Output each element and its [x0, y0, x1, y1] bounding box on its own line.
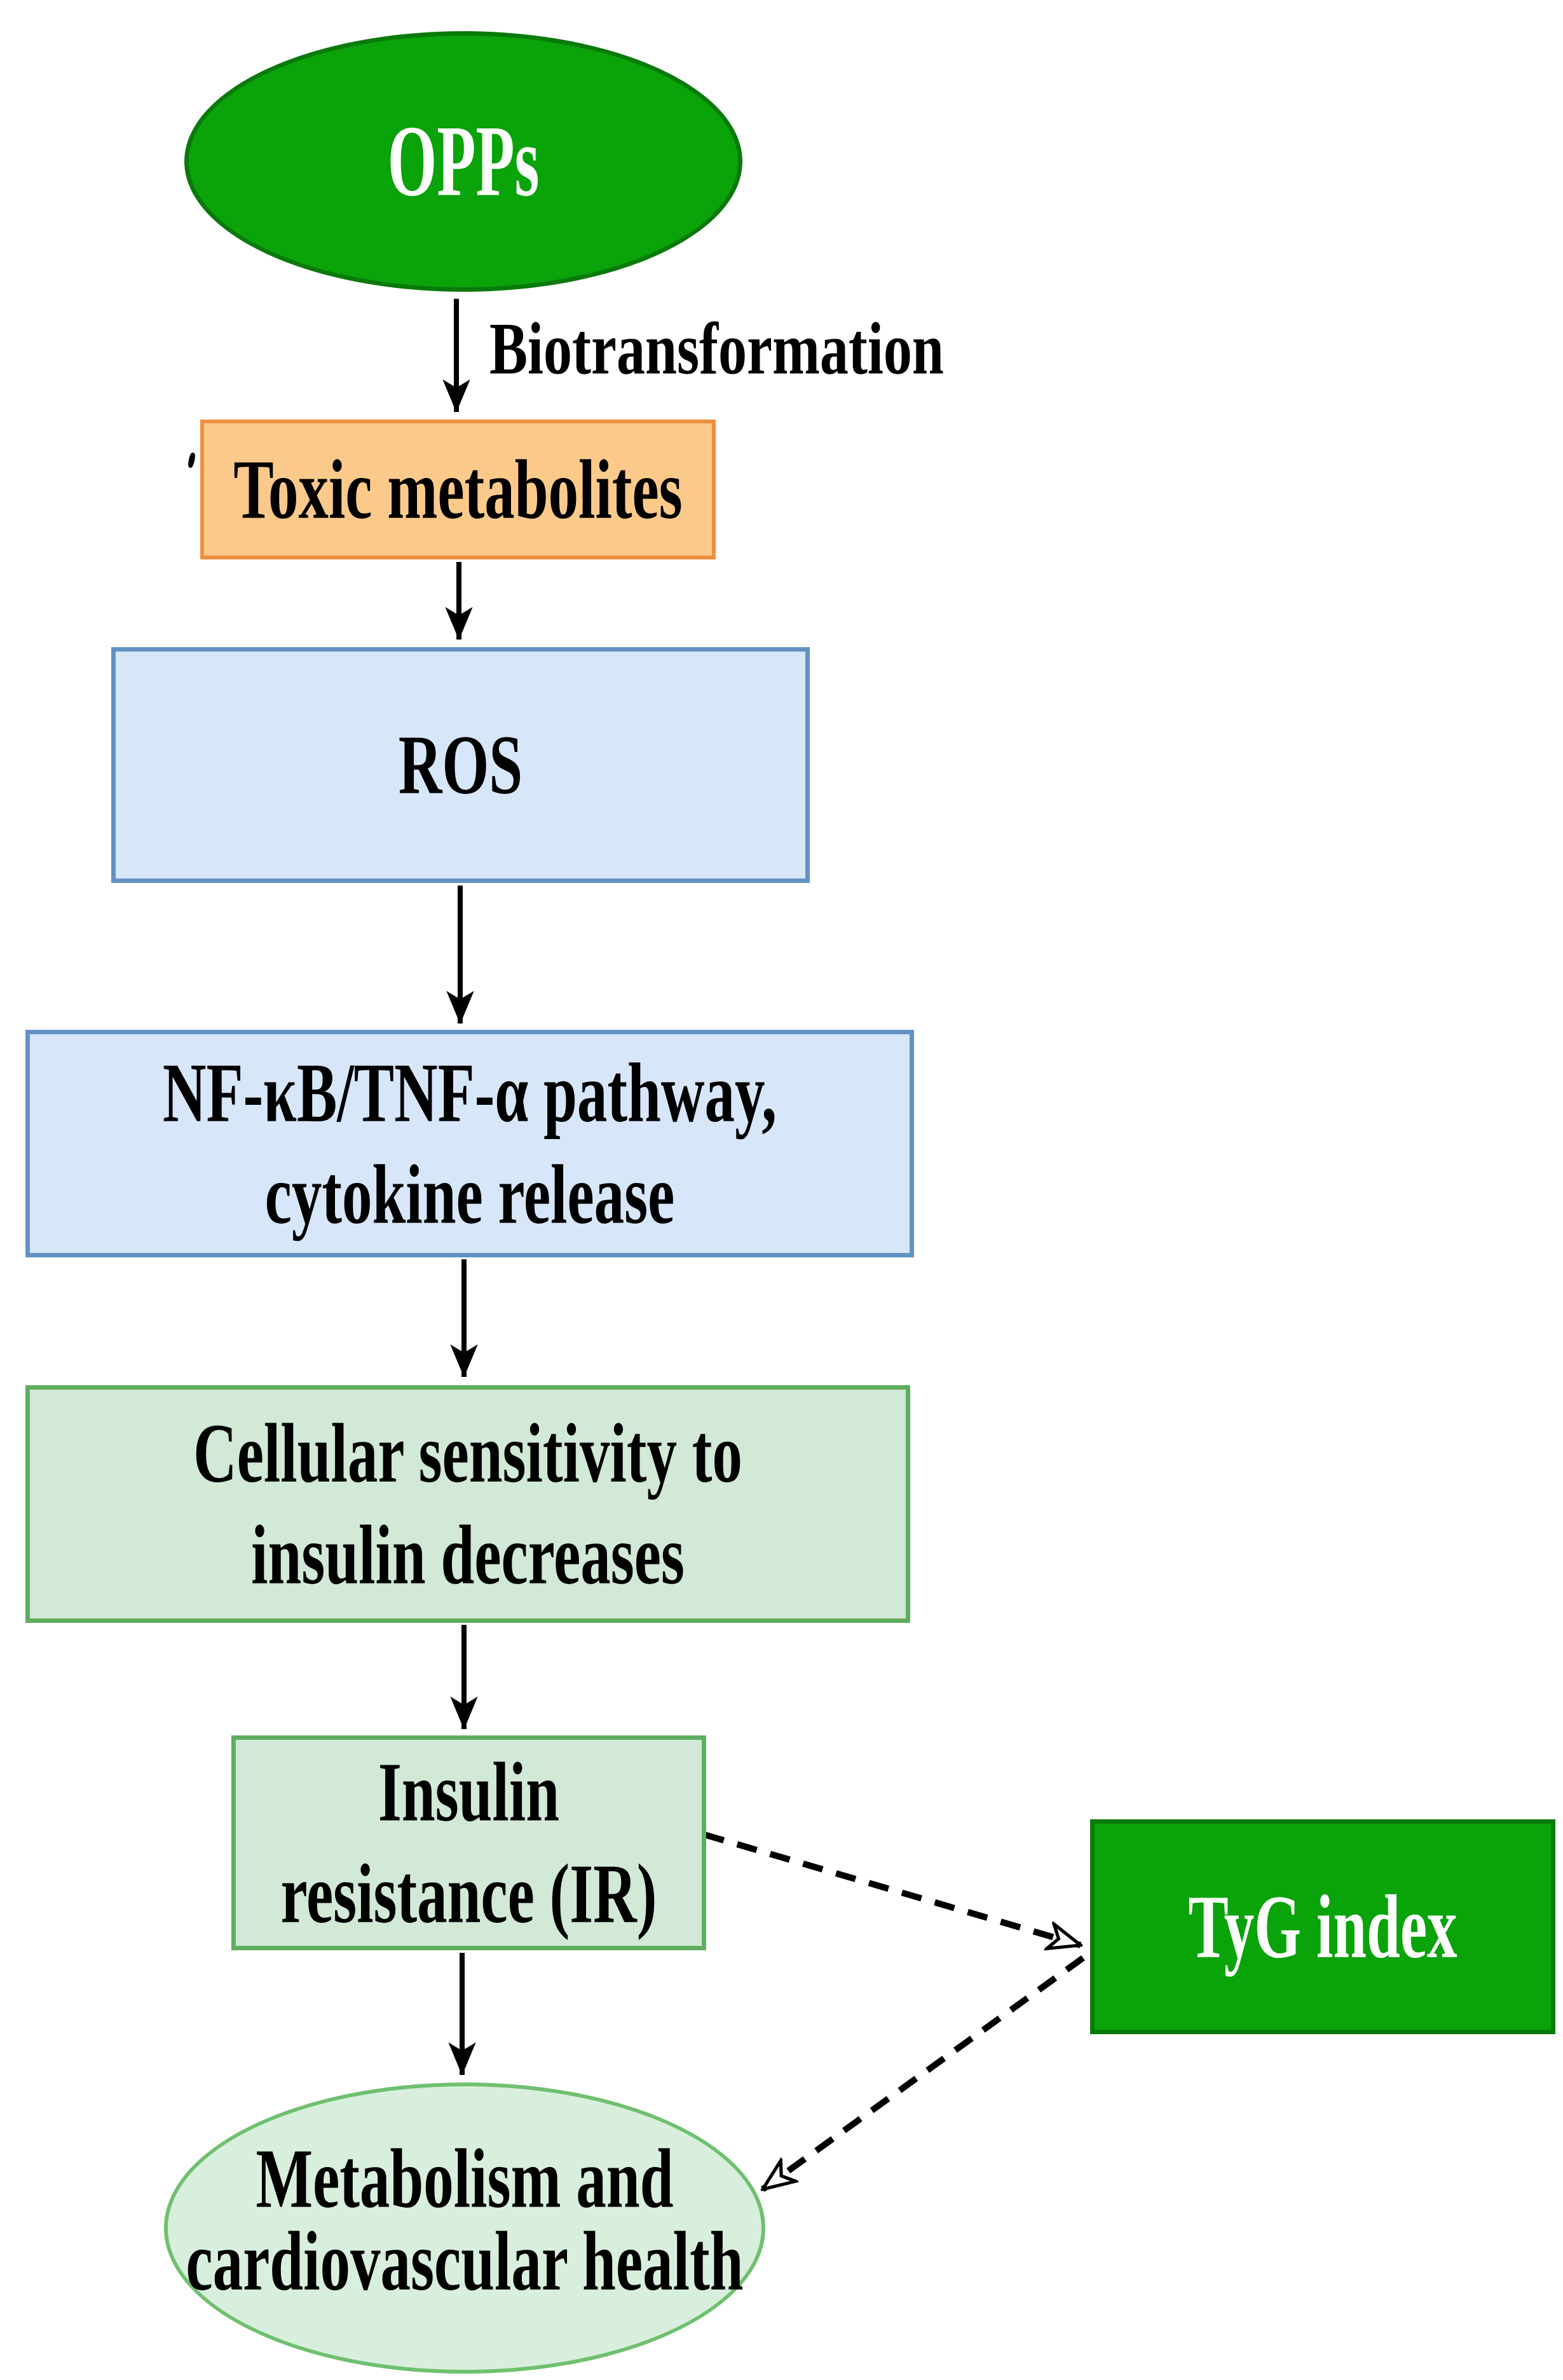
node-insulin-resistance: Insulin resistance (IR) [231, 1735, 706, 1950]
node-ros: ROS [111, 647, 810, 883]
node-opps: OPPs [184, 31, 742, 292]
node-nfkb-tnf-pathway: NF-κB/TNF-α pathway, cytokine release [25, 1030, 914, 1257]
node-tyg-index: TyG index [1090, 1819, 1555, 2034]
node-insulin-line1: Insulin [378, 1744, 560, 1839]
node-cellular-line2: insulin decreases [251, 1507, 685, 1602]
node-opps-label: OPPs [387, 104, 540, 217]
node-metabolism-line2: cardiovascular health [186, 2213, 744, 2308]
edge-label-biotransformation: Biotransformation [489, 308, 944, 390]
node-insulin-line2: resistance (IR) [280, 1846, 657, 1941]
node-metabolism-line1: Metabolism and [256, 2131, 674, 2226]
node-cellular-line1: Cellular sensitivity to [193, 1405, 742, 1500]
node-toxic-metabolites: Toxic metabolites [200, 420, 716, 559]
node-tyg-index-label: TyG index [1188, 1875, 1457, 1977]
edge-tyg-to-metabolism-dashed [763, 1955, 1085, 2192]
node-metabolism-cardiovascular: Metabolism and cardiovascular health [164, 2082, 765, 2374]
node-nfkb-line1: NF-κB/TNF-α pathway, [162, 1045, 777, 1140]
node-nfkb-line2: cytokine release [264, 1147, 675, 1241]
edge-insulin-to-tyg-dashed [703, 1831, 1081, 1945]
stray-mark [187, 452, 196, 468]
node-toxic-metabolites-label: Toxic metabolites [233, 442, 683, 537]
node-cellular-sensitivity: Cellular sensitivity to insulin decrease… [25, 1385, 910, 1623]
node-ros-label: ROS [398, 717, 523, 812]
